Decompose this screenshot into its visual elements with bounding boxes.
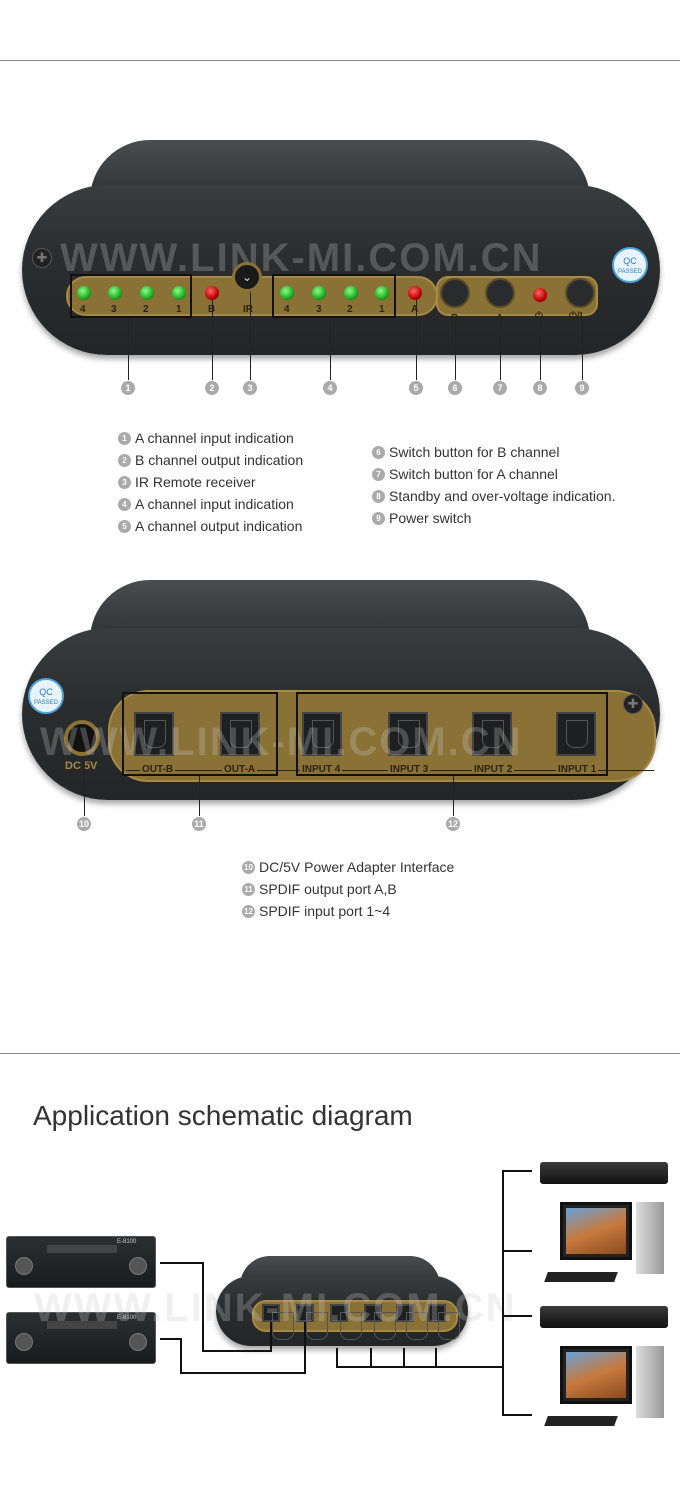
- top-divider: [0, 60, 680, 61]
- dc-jack: [64, 720, 100, 756]
- screw-icon: ✚: [32, 248, 52, 268]
- amplifier-1: E-8100: [6, 1236, 156, 1288]
- switch-b-button: [440, 278, 470, 308]
- computer-2: [540, 1346, 670, 1436]
- ir-receiver: ⌄: [232, 262, 262, 292]
- computer-1: [540, 1202, 670, 1292]
- dvd-player-1: [540, 1162, 668, 1184]
- section-divider: [0, 1053, 680, 1054]
- watermark: WWW.LINK-MI.COM.CN: [40, 720, 523, 764]
- dvd-player-2: [540, 1306, 668, 1328]
- standby-led: [533, 288, 547, 302]
- watermark: WWW.LINK-MI.COM.CN: [60, 236, 543, 280]
- section-heading: Application schematic diagram: [33, 1100, 413, 1131]
- screw-icon: ✚: [623, 694, 643, 714]
- amplifier-2: E-8100: [6, 1312, 156, 1364]
- power-button: [565, 278, 595, 308]
- switch-a-button: [485, 278, 515, 308]
- watermark: WWW.LINK-MI.COM.CN: [34, 1286, 517, 1330]
